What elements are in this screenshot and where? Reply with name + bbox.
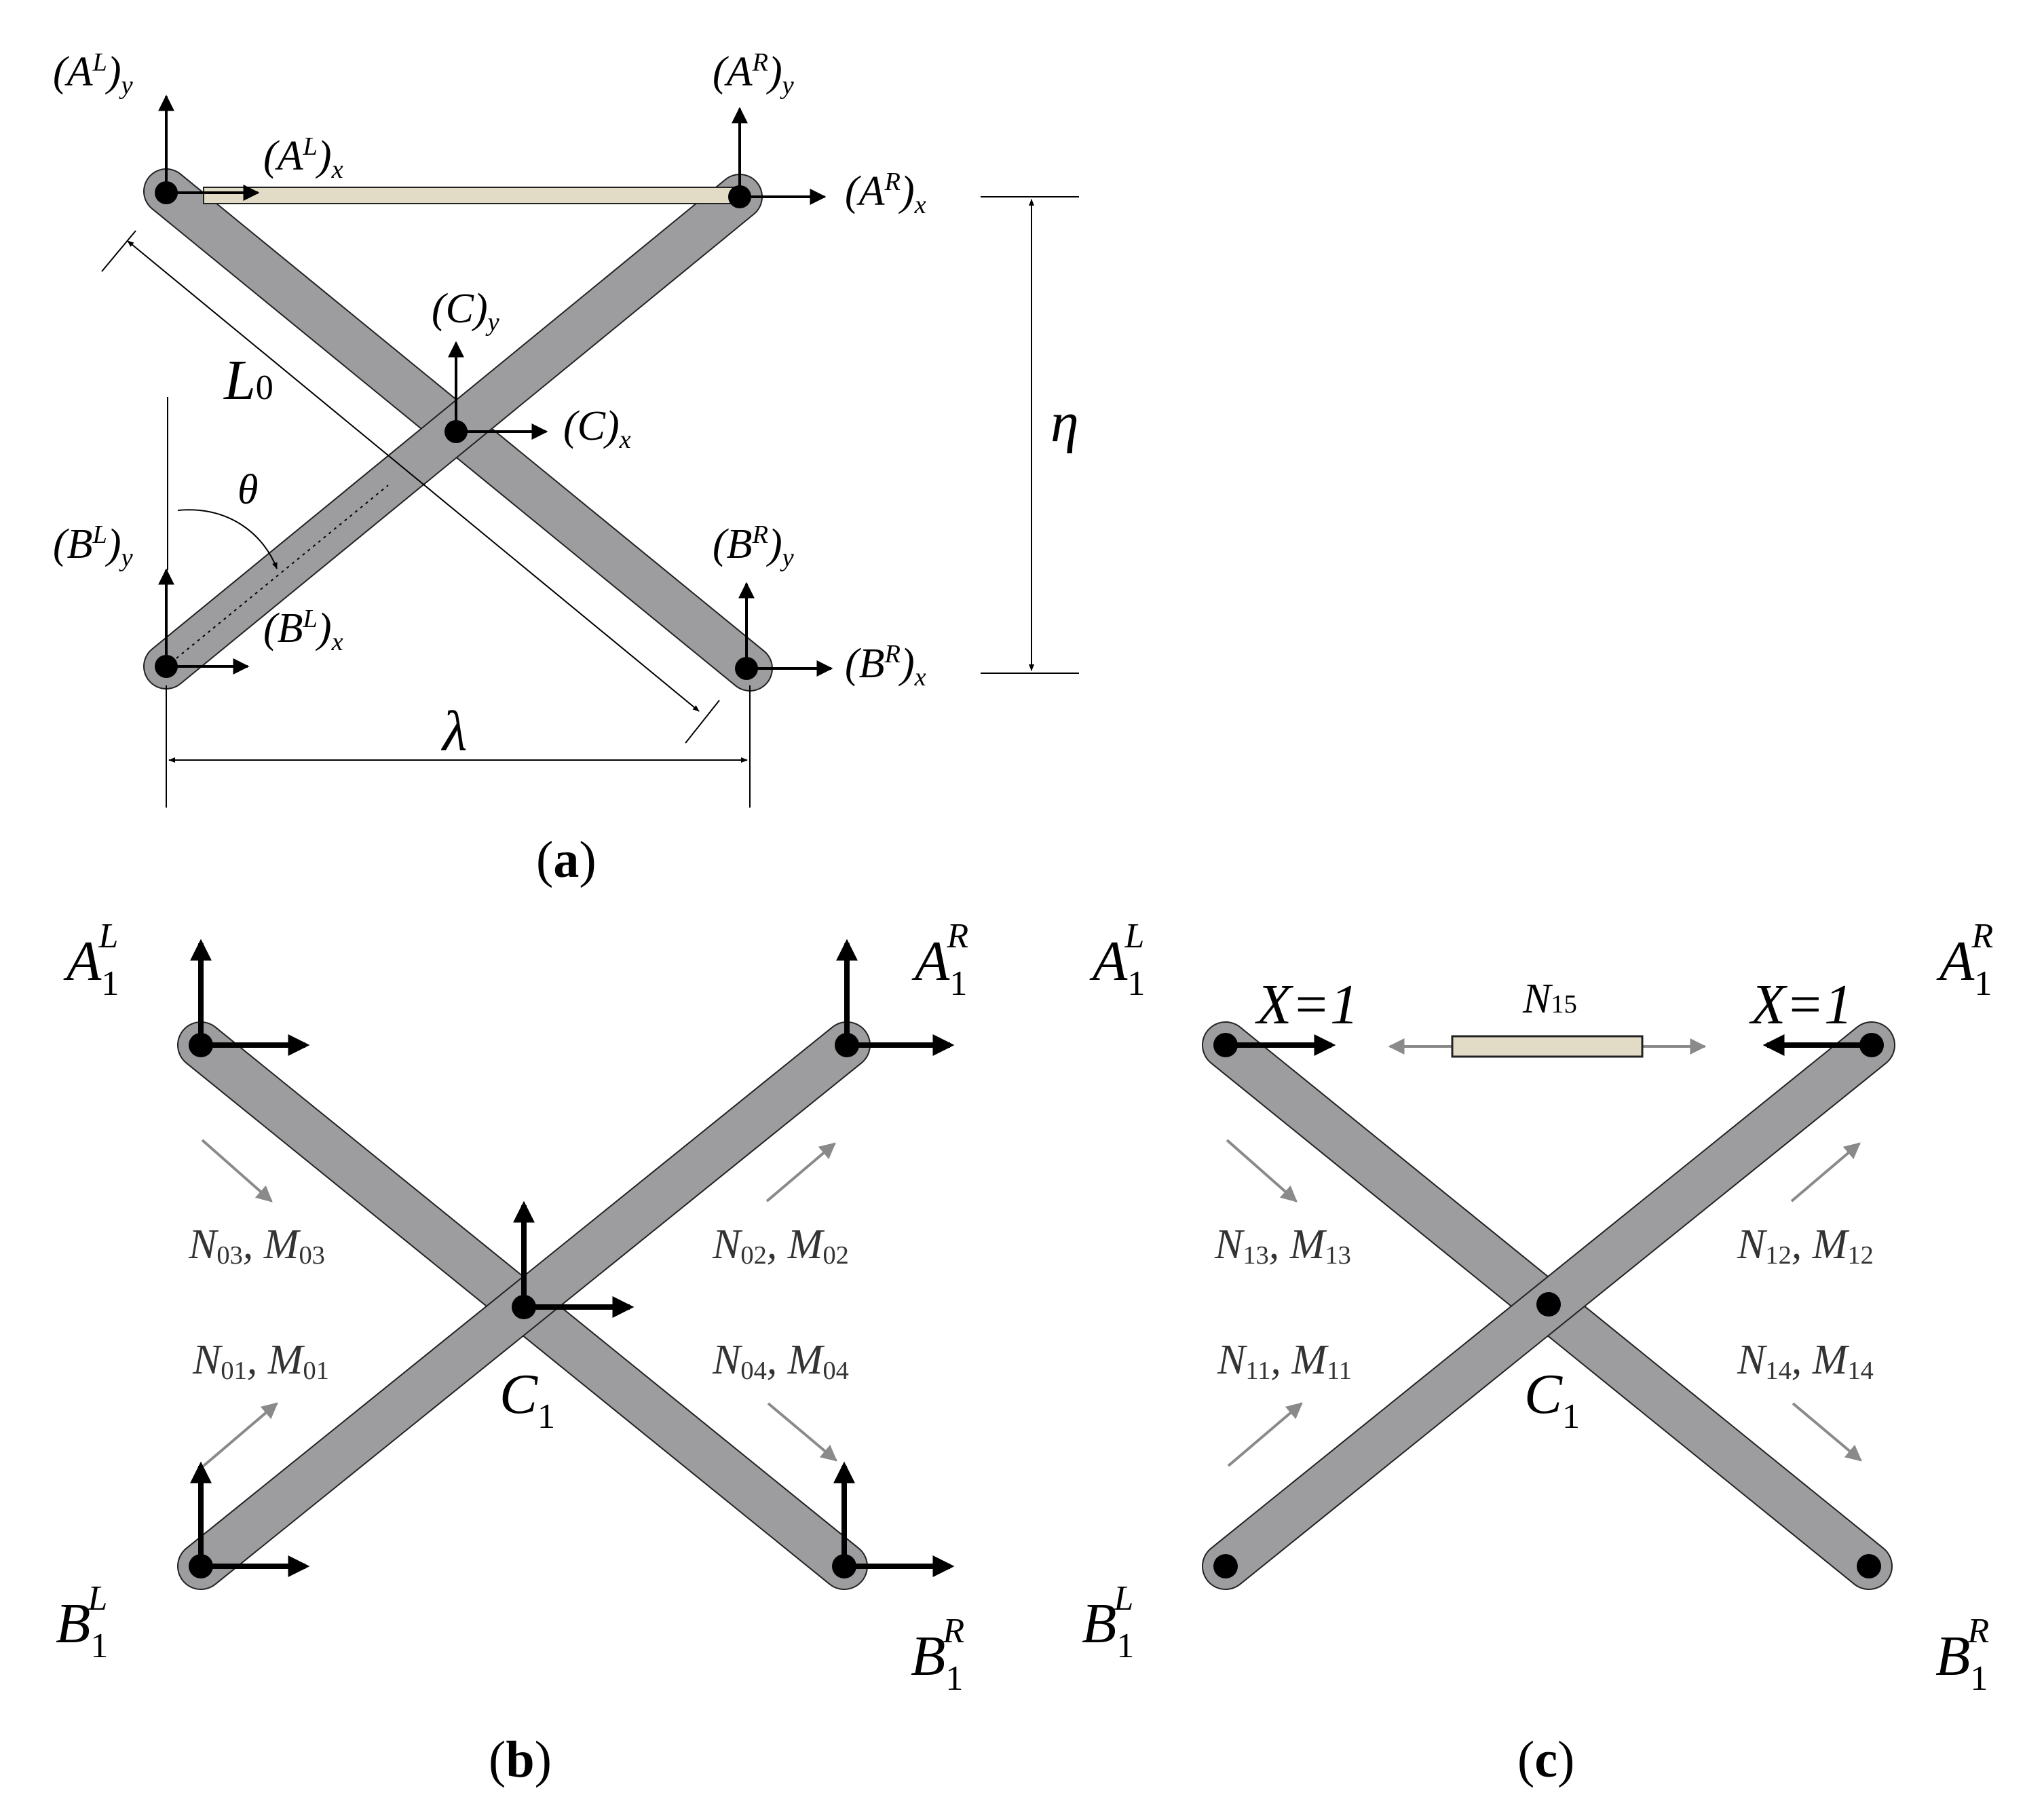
unit-load-right-label: X=1 bbox=[1749, 973, 1853, 1036]
label-AL-y: (AL)y bbox=[53, 48, 134, 100]
dimension-theta bbox=[167, 397, 278, 570]
panel-a: (AL)y (AL)x (AR)y (AR)x (C)y (C)x (BL)y … bbox=[53, 48, 1079, 888]
label-BR-y: (BR)y bbox=[713, 521, 795, 572]
dimension-eta bbox=[981, 196, 1079, 674]
joint-C bbox=[1536, 1292, 1561, 1317]
force-label-02: N02, M02 bbox=[712, 1222, 849, 1270]
label-AL-x: (AL)x bbox=[263, 132, 343, 184]
label-theta: θ bbox=[238, 467, 258, 513]
panel-b: A1L A1R B1L B1R C1 N03, M03 N02, M02 N01… bbox=[56, 917, 968, 1788]
reaction-arrows-b bbox=[190, 939, 955, 1577]
caption-b: (b) bbox=[489, 1731, 552, 1788]
joint-BL bbox=[1213, 1554, 1238, 1578]
tie-bar-label: N15 bbox=[1522, 976, 1577, 1022]
node-label-C: C1 bbox=[499, 1363, 555, 1436]
node-label-AL: A1L bbox=[63, 917, 119, 1003]
caption-a: (a) bbox=[536, 831, 597, 888]
node-label-AL: A1L bbox=[1089, 917, 1145, 1003]
label-eta: η bbox=[1051, 391, 1079, 454]
force-label-13: N13, M13 bbox=[1214, 1222, 1351, 1270]
node-label-BL: B1L bbox=[56, 1579, 108, 1665]
label-C-y: (C)y bbox=[432, 286, 500, 337]
node-label-BL: B1L bbox=[1082, 1579, 1134, 1665]
node-label-BR: B1R bbox=[911, 1612, 964, 1698]
label-AR-x: (AR)x bbox=[845, 168, 926, 219]
node-label-AR: A1R bbox=[1936, 917, 1993, 1003]
force-direction-arrows-c bbox=[1226, 1139, 1862, 1467]
node-label-C: C1 bbox=[1524, 1363, 1580, 1436]
label-L0: L0 bbox=[223, 349, 273, 412]
dimension-lambda bbox=[166, 685, 751, 808]
dimension-L0 bbox=[101, 230, 720, 744]
tie-bar-released bbox=[1388, 1035, 1707, 1058]
force-label-14: N14, M14 bbox=[1737, 1337, 1874, 1385]
force-label-04: N04, M04 bbox=[712, 1337, 849, 1385]
force-direction-arrows-b bbox=[201, 1139, 837, 1467]
unit-load-left-label: X=1 bbox=[1255, 973, 1359, 1036]
label-lambda: λ bbox=[440, 700, 467, 763]
joint-BR bbox=[1857, 1554, 1881, 1578]
force-label-01: N01, M01 bbox=[192, 1337, 329, 1385]
force-label-03: N03, M03 bbox=[188, 1222, 325, 1270]
panel-c: X=1 X=1 N15 A1L A1R B1L B1R C1 N13, M13 … bbox=[1082, 917, 1993, 1788]
node-label-AR: A1R bbox=[911, 917, 968, 1003]
label-BL-y: (BL)y bbox=[53, 521, 134, 572]
force-label-11: N11, M11 bbox=[1217, 1337, 1352, 1385]
force-label-12: N12, M12 bbox=[1737, 1222, 1874, 1270]
label-C-x: (C)x bbox=[563, 403, 631, 454]
label-BL-x: (BL)x bbox=[263, 605, 343, 656]
label-AR-y: (AR)y bbox=[713, 48, 795, 100]
tie-bar bbox=[203, 187, 740, 204]
node-label-BR: B1R bbox=[1935, 1612, 1989, 1698]
caption-c: (c) bbox=[1517, 1731, 1574, 1788]
label-BR-x: (BR)x bbox=[845, 640, 926, 692]
